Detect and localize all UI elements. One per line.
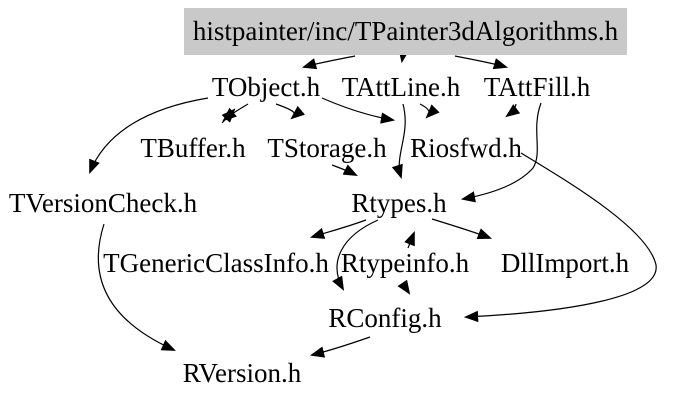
node-TVersionCheck_h[interactable]: TVersionCheck.h (8, 188, 198, 218)
node-TGenericClassInfo_h[interactable]: TGenericClassInfo.h (103, 248, 329, 278)
edge-TObject_h-to-TStorage_h (275, 103, 305, 120)
edge-Rtypes_h-to-DllImport_h (431, 218, 492, 239)
edge-TObject_h-to-TVersionCheck_h (89, 97, 209, 174)
edge-root-to-TAttLine_h (398, 48, 410, 64)
node-Rtypes_h[interactable]: Rtypes.h (351, 188, 447, 218)
node-TAttLine_h[interactable]: TAttLine.h (341, 72, 461, 102)
edge-RConfig_h-to-RVersion_h (309, 336, 371, 358)
edge-TAttLine_h-to-Riosfwd_h (419, 103, 440, 119)
node-Riosfwd_h[interactable]: Riosfwd.h (410, 133, 522, 163)
edge-Rtypes_h-to-TGenericClassInfo_h (309, 219, 367, 239)
node-TObject_h[interactable]: TObject.h (211, 72, 321, 102)
edge-root-to-TAttFill_h (454, 55, 509, 70)
node-RConfig_h[interactable]: RConfig.h (328, 303, 442, 333)
node-TStorage_h[interactable]: TStorage.h (267, 133, 387, 163)
edges-group (89, 48, 657, 358)
node-TBuffer_h[interactable]: TBuffer.h (140, 133, 246, 163)
edge-root-to-TObject_h (301, 55, 356, 70)
node-RVersion_h[interactable]: RVersion.h (182, 358, 302, 388)
edge-Rtypeinfo_h-to-RConfig_h (397, 279, 411, 295)
node-Rtypeinfo_h[interactable]: Rtypeinfo.h (340, 248, 470, 278)
node-root-TPainter3dAlgorithms: histpainter/inc/TPainter3dAlgorithms.h (184, 8, 627, 55)
node-TAttFill_h[interactable]: TAttFill.h (483, 72, 591, 102)
edge-Riosfwd_h-to-RConfig_h (463, 152, 657, 323)
edge-Rtypes_h-to-RConfig_h (332, 219, 379, 291)
edge-TStorage_h-to-Rtypes_h (331, 164, 358, 176)
edge-Rtypeinfo_h-to-Rtypes_h (404, 231, 415, 249)
edge-TVersionCheck_h-to-RVersion_h (97, 223, 176, 351)
edge-TObject_h-to-Riosfwd_h (321, 97, 396, 124)
edge-TAttFill_h-to-Rtypes_h (460, 102, 542, 203)
edge-TAttLine_h-to-Rtypes_h (391, 103, 406, 180)
edge-TBuffer_h-to-TObject_h (221, 108, 236, 124)
node-DllImport_h[interactable]: DllImport.h (500, 248, 630, 278)
edge-TAttFill_h-to-Riosfwd_h (505, 103, 521, 118)
